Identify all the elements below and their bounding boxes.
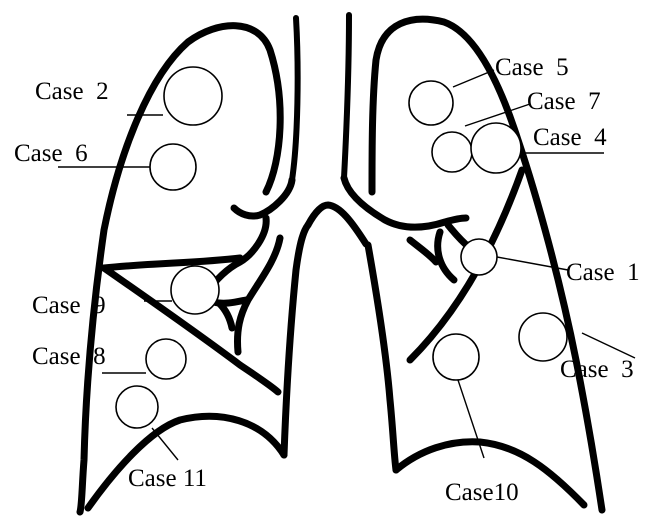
lesion-case-11	[116, 386, 158, 428]
right-bronchus-branch-2	[410, 240, 436, 262]
left-lung-inner-border	[284, 225, 308, 455]
lesion-case-8	[146, 339, 186, 379]
trachea-left-wall	[292, 18, 298, 180]
carina	[308, 205, 366, 244]
label-case-6: Case 6	[14, 140, 88, 167]
main-bronchus-left	[234, 180, 292, 216]
label-case-5: Case 5	[495, 54, 569, 81]
right-lung-inner-border	[368, 245, 396, 470]
label-case-10: Case10	[445, 479, 519, 506]
lesion-case-10	[433, 334, 479, 380]
leader-case-3	[582, 333, 635, 358]
label-case-9: Case 9	[32, 292, 106, 319]
label-case-4: Case 4	[533, 124, 607, 151]
trachea-right-wall	[344, 15, 349, 178]
lesion-case-3	[519, 313, 567, 361]
leader-case-5	[453, 70, 494, 87]
label-case-3: Case 3	[560, 356, 634, 383]
label-case-7: Case 7	[527, 88, 601, 115]
lesion-case-2	[164, 67, 222, 125]
left-lung-base	[88, 416, 284, 508]
label-case-11: Case 11	[128, 465, 207, 492]
lesion-case-9	[171, 266, 219, 314]
label-case-1: Case 1	[566, 259, 640, 286]
lesion-case-1	[461, 239, 497, 275]
lesion-case-6	[150, 144, 196, 190]
lesion-case-4	[471, 123, 521, 173]
leader-case-10	[458, 380, 484, 458]
leader-case-11	[152, 428, 178, 460]
label-case-2: Case 2	[35, 78, 109, 105]
lesion-case-7	[432, 132, 472, 172]
label-case-8: Case 8	[32, 343, 106, 370]
lesion-case-5	[409, 81, 453, 125]
left-bronchus-branch-4	[219, 303, 232, 328]
main-bronchus-right	[344, 178, 466, 227]
left-lung-horizontal-fissure	[104, 258, 240, 268]
right-bronchus-branch-1	[438, 232, 454, 280]
